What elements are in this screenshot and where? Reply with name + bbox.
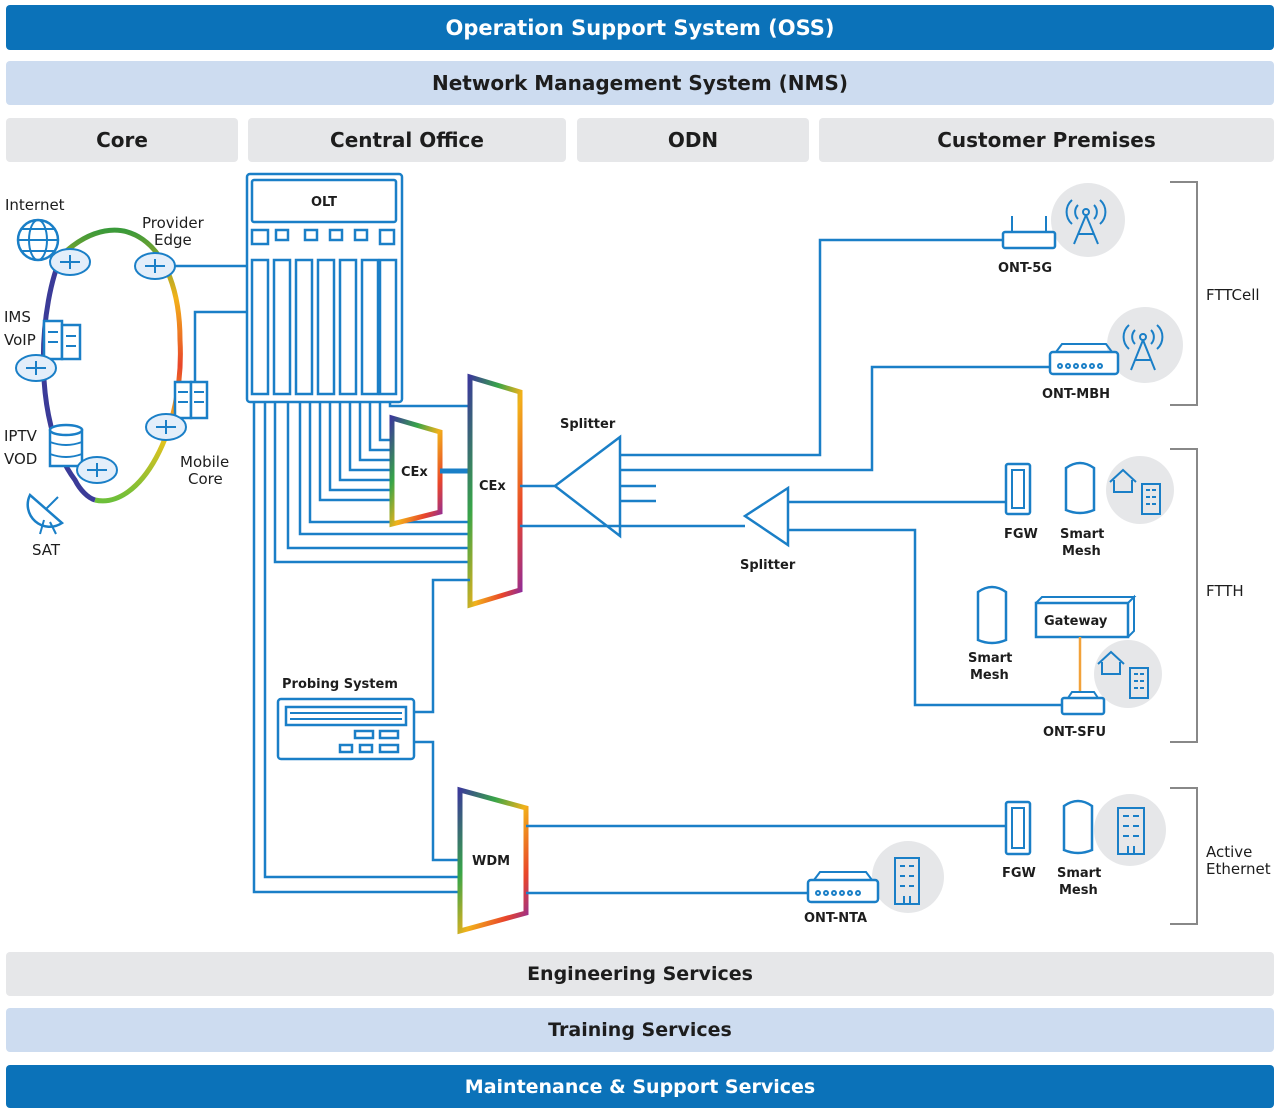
ont-sfu-label: ONT-SFU bbox=[1043, 725, 1106, 740]
splitter-top bbox=[552, 434, 622, 539]
wdm bbox=[457, 786, 529, 935]
home-halo bbox=[1094, 640, 1162, 708]
ftth-bracket bbox=[1170, 448, 1198, 743]
building-icon bbox=[894, 857, 920, 905]
ims-server-icon bbox=[42, 319, 82, 361]
section-core: Core bbox=[6, 118, 238, 162]
iptv-database-icon bbox=[48, 423, 84, 468]
provider-edge-label-1: Provider bbox=[142, 214, 205, 232]
smart-mesh-device bbox=[1062, 799, 1094, 855]
fgw-device bbox=[1004, 800, 1032, 856]
smart-mesh-label-2b: Mesh bbox=[970, 668, 1009, 683]
ims-router-icon bbox=[15, 354, 57, 382]
house-icon bbox=[1109, 468, 1137, 493]
mobile-core-router-icon bbox=[145, 413, 187, 441]
wdm-label: WDM bbox=[472, 854, 510, 869]
ont-nta-label: ONT-NTA bbox=[804, 911, 867, 926]
building-halo bbox=[872, 841, 944, 913]
active-ethernet-label-1: Active bbox=[1206, 843, 1252, 861]
ont-sfu-device bbox=[1060, 691, 1106, 716]
olt-to-wdm-links bbox=[252, 402, 460, 894]
building-icon bbox=[1117, 807, 1145, 855]
satellite-dish-icon bbox=[26, 492, 65, 535]
fttcell-bracket bbox=[1170, 181, 1198, 406]
olt-chassis bbox=[245, 172, 404, 404]
cex-large-label: CEx bbox=[479, 479, 506, 494]
oss-band: Operation Support System (OSS) bbox=[6, 5, 1274, 50]
fttcell-label: FTTCell bbox=[1206, 286, 1260, 304]
voip-label: VoIP bbox=[4, 331, 36, 349]
ont-mbh-label: ONT-MBH bbox=[1042, 387, 1110, 402]
link-splitter-ont-sfu bbox=[788, 528, 1062, 707]
smart-mesh-label-3a: Smart bbox=[1057, 866, 1101, 881]
gateway-label: Gateway bbox=[1044, 614, 1108, 629]
building-icon bbox=[1141, 483, 1161, 515]
link-probing-wdm bbox=[414, 740, 460, 862]
active-ethernet-bracket bbox=[1170, 787, 1198, 925]
internet-globe-icon bbox=[16, 218, 60, 262]
splitter-top-label: Splitter bbox=[560, 417, 616, 432]
cell-tower-icon bbox=[1065, 199, 1107, 245]
cex-large bbox=[467, 373, 523, 609]
smart-mesh-label-3b: Mesh bbox=[1059, 883, 1098, 898]
smart-mesh-label-1b: Mesh bbox=[1062, 544, 1101, 559]
splitter-bottom-label: Splitter bbox=[740, 558, 796, 573]
active-ethernet-label-2: Ethernet bbox=[1206, 860, 1271, 878]
ont-mbh-device bbox=[1048, 343, 1120, 376]
splitter-bottom bbox=[742, 485, 790, 548]
iptv-label: IPTV bbox=[4, 427, 38, 445]
smart-mesh-label-1a: Smart bbox=[1060, 527, 1104, 542]
building-halo bbox=[1094, 794, 1166, 866]
smart-mesh-device bbox=[1064, 461, 1096, 515]
house-icon bbox=[1097, 650, 1125, 675]
nms-band: Network Management System (NMS) bbox=[6, 61, 1274, 105]
training-services-band: Training Services bbox=[6, 1008, 1274, 1052]
section-central-office: Central Office bbox=[248, 118, 566, 162]
olt-to-cex-large-links bbox=[273, 402, 470, 564]
gateway-device bbox=[1034, 594, 1137, 639]
mobile-core-server-icon bbox=[173, 380, 209, 420]
vod-label: VOD bbox=[4, 450, 37, 468]
fgw-label-1: FGW bbox=[1004, 527, 1038, 542]
mobile-core-label-2: Core bbox=[188, 470, 223, 488]
fgw-label-2: FGW bbox=[1002, 866, 1036, 881]
mobile-core-label-1: Mobile bbox=[180, 453, 229, 471]
ftth-label: FTTH bbox=[1206, 582, 1244, 600]
provider-edge-label-2: Edge bbox=[154, 231, 192, 249]
link-cex-probing bbox=[414, 578, 470, 714]
cell-tower-icon bbox=[1122, 324, 1164, 371]
building-icon bbox=[1129, 667, 1149, 699]
olt-to-cex-small-links bbox=[318, 402, 392, 502]
ims-label: IMS bbox=[4, 308, 31, 326]
olt-label: OLT bbox=[311, 195, 337, 210]
link-mobile-core-olt bbox=[193, 310, 247, 382]
splitter-top-outputs bbox=[620, 238, 1050, 503]
section-customer-premises: Customer Premises bbox=[819, 118, 1274, 162]
ont-5g-label: ONT-5G bbox=[998, 261, 1052, 276]
ont-nta-device bbox=[806, 871, 880, 904]
fgw-device bbox=[1004, 462, 1032, 516]
home-halo bbox=[1106, 456, 1174, 524]
smart-mesh-device bbox=[976, 585, 1008, 645]
engineering-services-band: Engineering Services bbox=[6, 952, 1274, 996]
probing-system-device bbox=[276, 697, 416, 761]
cex-small-label: CEx bbox=[401, 465, 428, 480]
section-odn: ODN bbox=[577, 118, 809, 162]
internet-label: Internet bbox=[5, 196, 65, 214]
router-icon bbox=[49, 248, 91, 276]
maintenance-support-band: Maintenance & Support Services bbox=[6, 1065, 1274, 1108]
iptv-router-icon bbox=[76, 456, 118, 484]
smart-mesh-label-2a: Smart bbox=[968, 651, 1012, 666]
cex-small bbox=[389, 414, 443, 528]
sat-label: SAT bbox=[32, 541, 61, 559]
ont-5g-device bbox=[1001, 216, 1057, 250]
provider-edge-router-icon bbox=[134, 252, 176, 280]
probing-system-label: Probing System bbox=[282, 677, 398, 692]
